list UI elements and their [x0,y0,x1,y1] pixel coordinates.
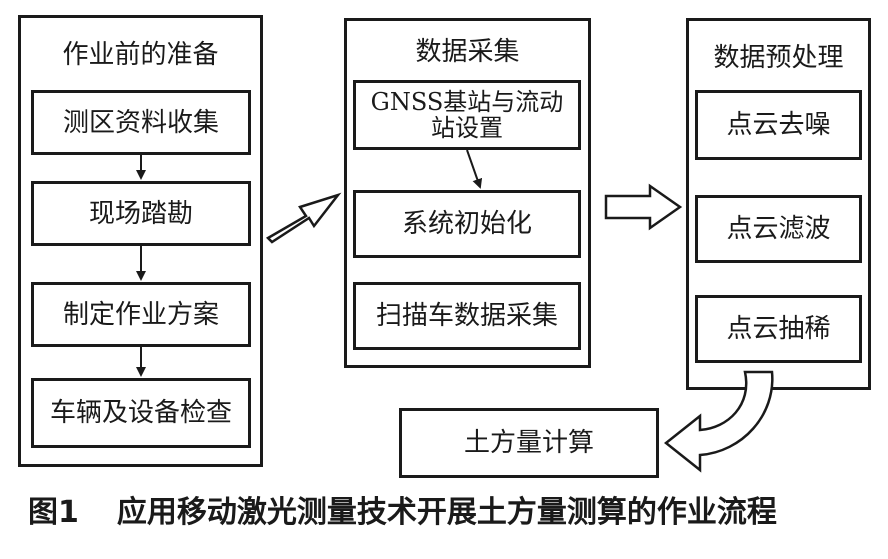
result-earthwork-calculation: 土方量计算 [399,408,659,478]
step-work-plan: 制定作业方案 [31,282,251,347]
step-survey-data-collection: 测区资料收集 [31,90,251,155]
group-title-preprocessing: 数据预处理 [713,43,844,73]
step-denoise: 点云去噪 [695,90,862,160]
step-gnss-setup: GNSS基站与流动站设置 [353,80,581,150]
arrow-acquisition-to-preprocessing [604,183,683,231]
step-thinning: 点云抽稀 [695,295,862,363]
group-data-acquisition: 数据采集 [344,18,591,368]
step-filter: 点云滤波 [695,195,862,263]
figure-caption-label: 图1 [28,495,79,530]
arrow-preprocessing-to-result [663,370,774,473]
arrow-prep-to-acquisition [265,192,342,244]
group-preprocessing: 数据预处理 [686,18,871,390]
figure-caption: 图1 应用移动激光测量技术开展土方量测算的作业流程 [0,490,888,536]
step-scan-vehicle-collection: 扫描车数据采集 [353,282,581,350]
group-title-data-acquisition: 数据采集 [415,37,520,67]
step-equipment-check: 车辆及设备检查 [31,378,251,448]
group-title-preparation: 作业前的准备 [62,40,219,70]
step-site-reconnaissance: 现场踏勘 [31,181,251,246]
figure-caption-text: 应用移动激光测量技术开展土方量测算的作业流程 [116,495,777,530]
arrow-gnss-to-init [466,149,483,189]
step-system-init: 系统初始化 [353,190,581,258]
